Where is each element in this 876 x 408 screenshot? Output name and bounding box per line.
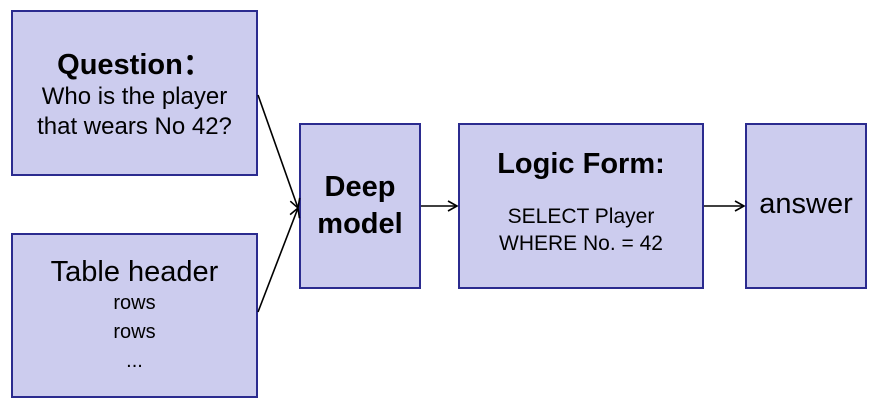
logic-form-line-2: WHERE No. = 42 [499,232,663,255]
table-header-title: Table header [50,256,219,288]
arrow-question-to-model [257,94,301,210]
table-row-2: rows [113,321,156,343]
question-box: Question： Who is the player that wears N… [11,10,258,176]
logic-form-title: Logic Form: [497,148,665,180]
table-row-ellipsis: ... [126,350,143,372]
logic-form-line-1: SELECT Player [507,205,655,228]
question-line-2: that wears No 42? [37,113,232,140]
table-box: Table header rows rows ... [11,233,258,398]
question-line-1: Who is the player [41,83,228,110]
table-row-1: rows [113,292,156,314]
arrow-table-to-model [257,206,301,313]
deep-model-box: Deep model [299,123,421,289]
question-title: Question： [57,49,212,81]
model-line-1: Deep [324,171,396,203]
model-line-2: model [317,208,403,240]
answer-label: answer [759,188,853,220]
answer-box: answer [745,123,867,289]
logic-form-box: Logic Form: SELECT Player WHERE No. = 42 [458,123,704,289]
